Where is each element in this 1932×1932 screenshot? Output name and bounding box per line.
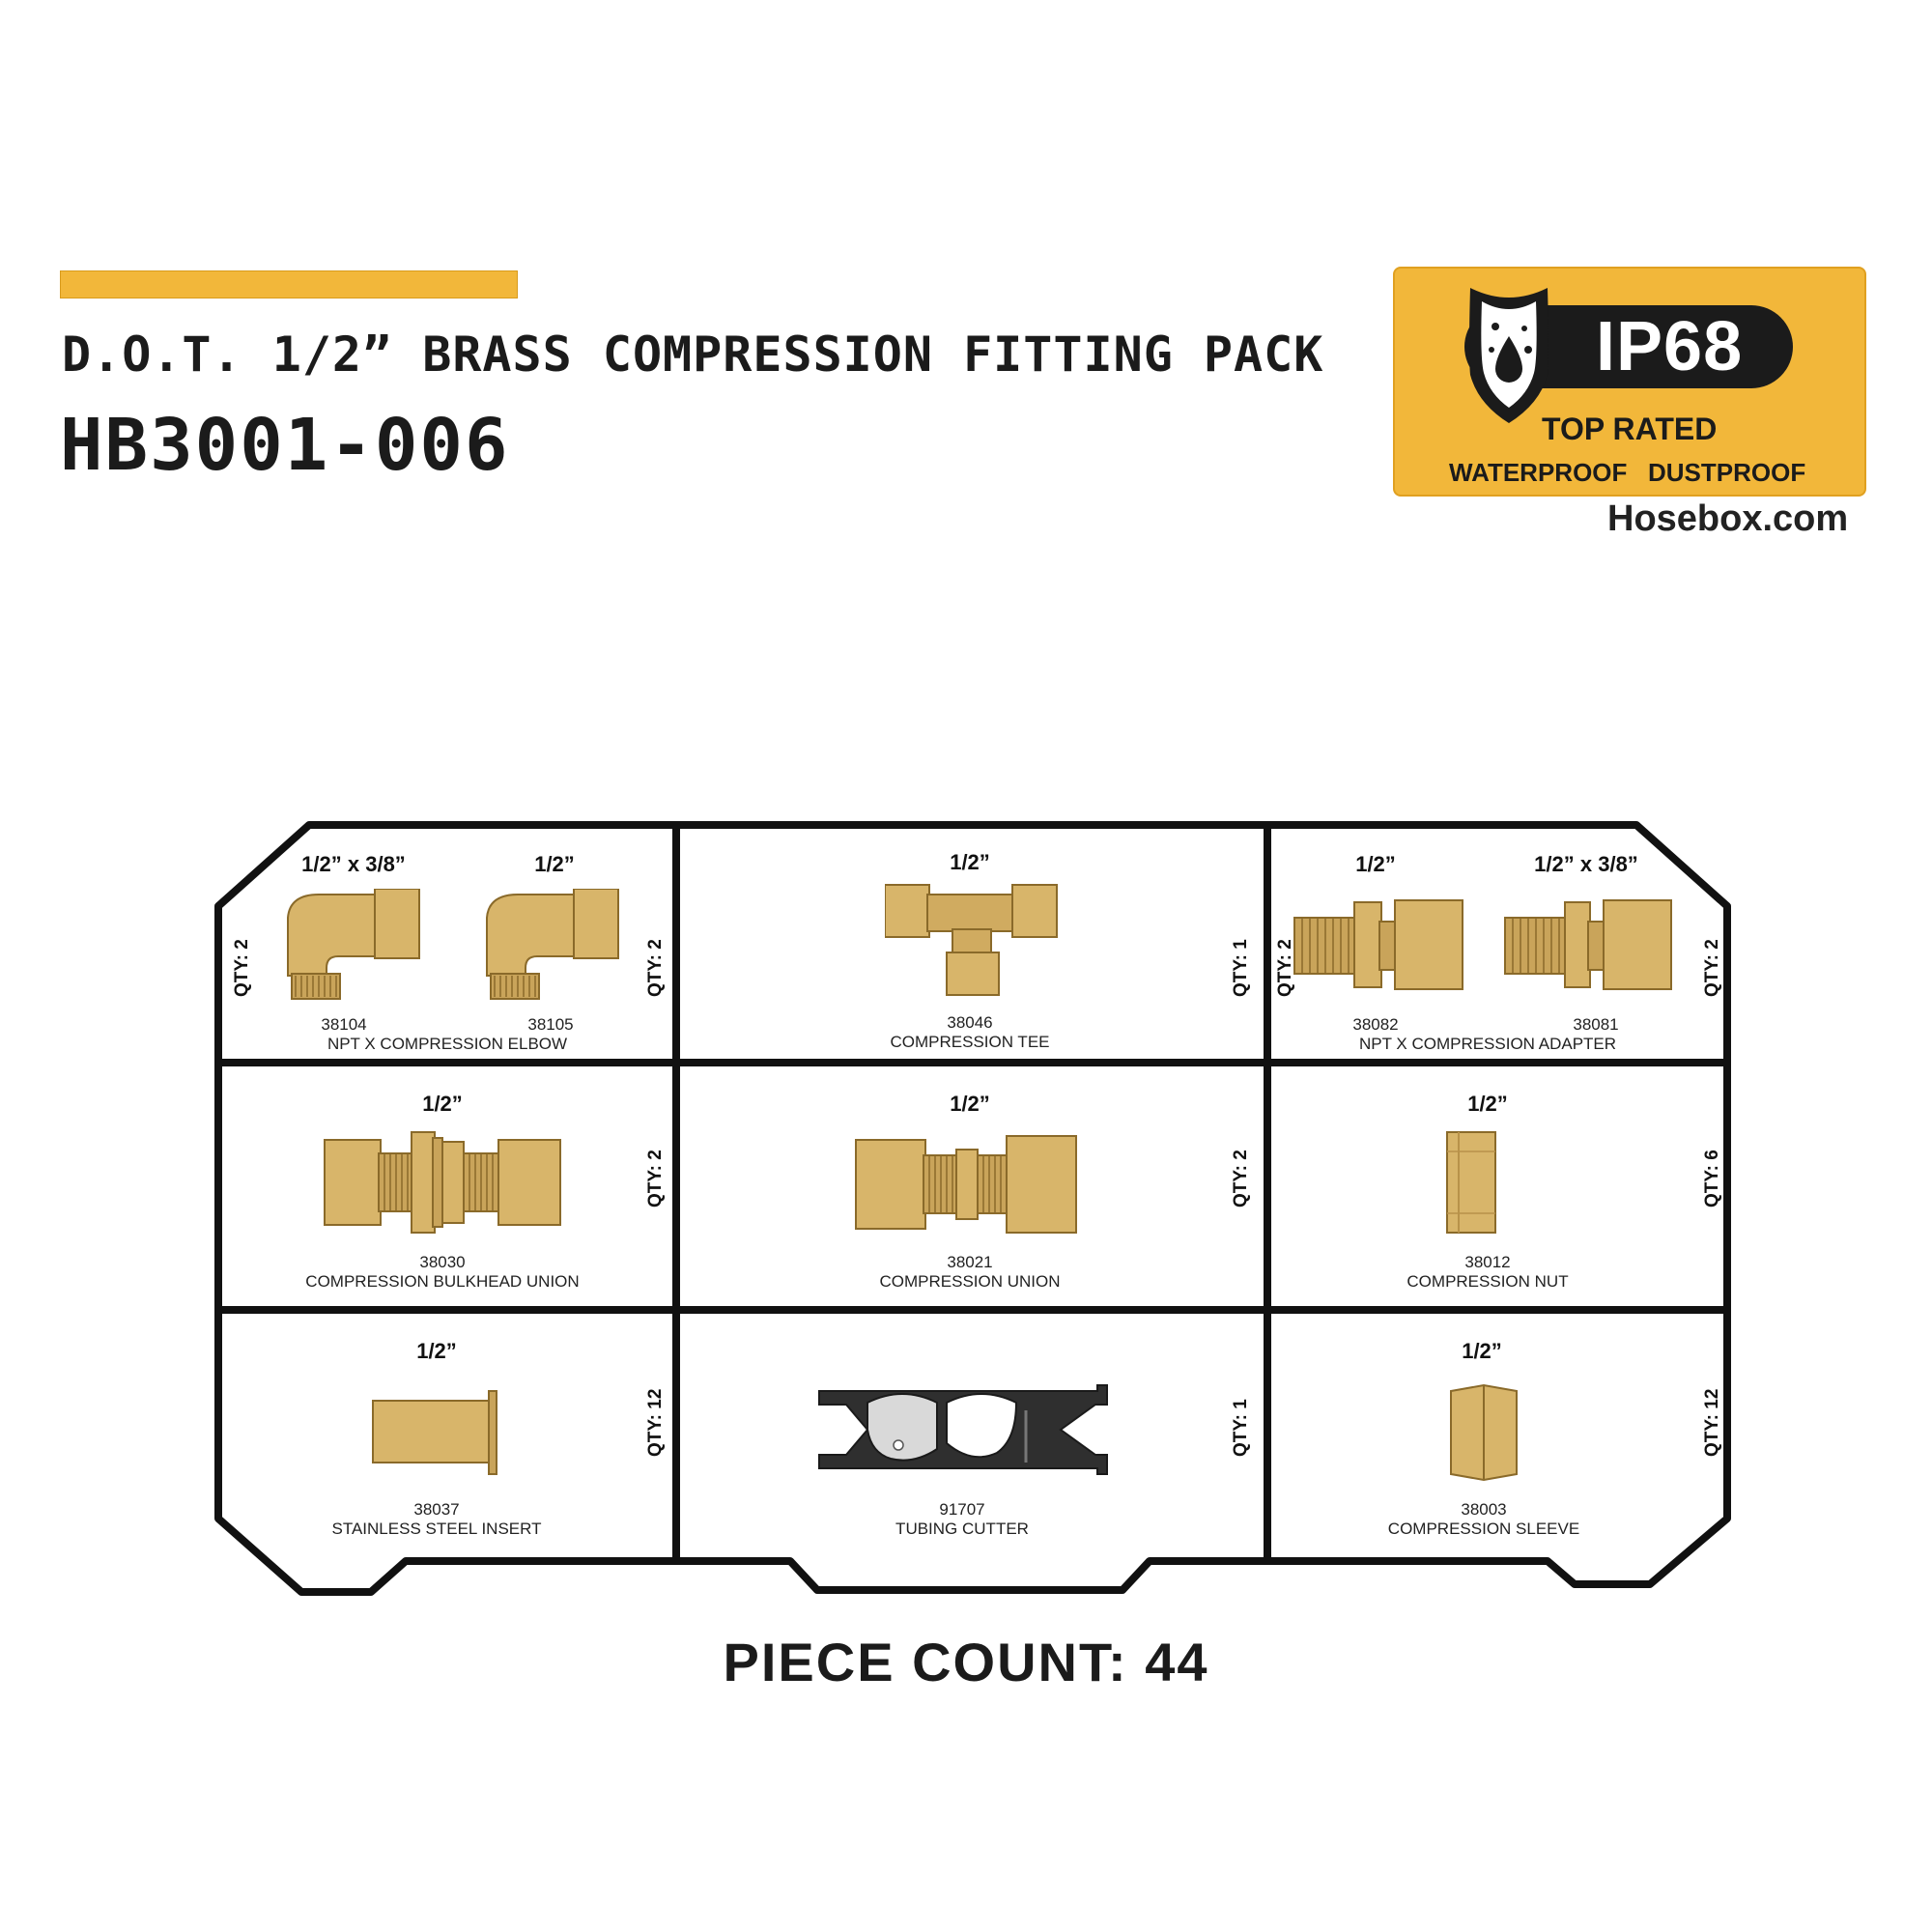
part-number: 38105 <box>527 1015 574 1034</box>
part-number: 38081 <box>1573 1015 1619 1034</box>
part-number: 38030 <box>419 1253 466 1271</box>
piece-count: PIECE COUNT: 44 <box>723 1632 1209 1692</box>
part-name: COMPRESSION TEE <box>890 1033 1050 1051</box>
part-name: NPT X COMPRESSION ADAPTER <box>1358 1035 1617 1053</box>
part-number: 38082 <box>1352 1015 1399 1034</box>
tee-icon <box>885 884 1058 996</box>
bulkhead-union-icon <box>324 1131 561 1234</box>
qty-label: QTY: 2 <box>1231 1150 1251 1208</box>
ip68-label: IP68 <box>1596 308 1744 385</box>
dustproof-label: DUSTPROOF <box>1648 458 1806 487</box>
size-label: 1/2” <box>1462 1339 1502 1363</box>
adapter-icon <box>1293 899 1463 990</box>
qty-label: QTY: 2 <box>645 939 666 997</box>
qty-label: QTY: 12 <box>1702 1388 1722 1457</box>
size-label: 1/2” <box>950 850 990 874</box>
adapter-icon <box>1504 899 1672 990</box>
part-name: TUBING CUTTER <box>895 1520 1029 1538</box>
part-number: 38046 <box>947 1013 993 1032</box>
size-label: 1/2” <box>950 1092 990 1116</box>
size-label: 1/2” <box>416 1339 457 1363</box>
insert-icon <box>372 1390 497 1475</box>
size-label: 1/2” <box>534 852 575 876</box>
shield-icon <box>1464 288 1793 423</box>
union-icon <box>855 1135 1077 1234</box>
part-number: 38021 <box>947 1253 993 1271</box>
elbow-icon <box>287 889 420 1000</box>
part-name: COMPRESSION UNION <box>879 1272 1061 1291</box>
page-title: D.O.T. 1/2” BRASS COMPRESSION FITTING PA… <box>62 327 1324 383</box>
part-name: STAINLESS STEEL INSERT <box>331 1520 542 1538</box>
qty-label: QTY: 12 <box>645 1388 666 1457</box>
qty-label: QTY: 6 <box>1702 1150 1722 1208</box>
part-number: 38104 <box>321 1015 367 1034</box>
product-code: HB3001-006 <box>60 404 510 487</box>
part-number: 38037 <box>413 1500 460 1519</box>
tubing-cutter-icon <box>818 1384 1108 1475</box>
qty-label: QTY: 2 <box>232 939 252 997</box>
part-name: NPT X COMPRESSION ELBOW <box>327 1035 568 1053</box>
size-label: 1/2” <box>1355 852 1396 876</box>
website-link[interactable]: Hosebox.com <box>1607 498 1849 539</box>
qty-label: QTY: 2 <box>1702 939 1722 997</box>
accent-bar <box>60 270 518 298</box>
waterproof-label: WATERPROOF <box>1449 458 1628 487</box>
sleeve-icon <box>1450 1383 1518 1482</box>
part-number: 38003 <box>1461 1500 1507 1519</box>
part-name: COMPRESSION NUT <box>1406 1272 1569 1291</box>
qty-label: QTY: 1 <box>1231 939 1251 997</box>
top-rated-label: TOP RATED <box>1542 412 1718 446</box>
size-label: 1/2” x 3/8” <box>1534 852 1638 876</box>
qty-label: QTY: 2 <box>645 1150 666 1208</box>
size-label: 1/2” <box>1467 1092 1508 1116</box>
elbow-icon <box>486 889 619 1000</box>
part-number: 38012 <box>1464 1253 1511 1271</box>
part-name: COMPRESSION BULKHEAD UNION <box>305 1272 580 1291</box>
ip68-badge: IP68 TOP RATED WATERPROOF DUSTPROOF <box>1393 267 1866 497</box>
qty-label: QTY: 1 <box>1231 1399 1251 1457</box>
size-label: 1/2” x 3/8” <box>301 852 406 876</box>
nut-icon <box>1446 1131 1496 1234</box>
part-number: 91707 <box>939 1500 985 1519</box>
part-name: COMPRESSION SLEEVE <box>1387 1520 1580 1538</box>
size-label: 1/2” <box>422 1092 463 1116</box>
